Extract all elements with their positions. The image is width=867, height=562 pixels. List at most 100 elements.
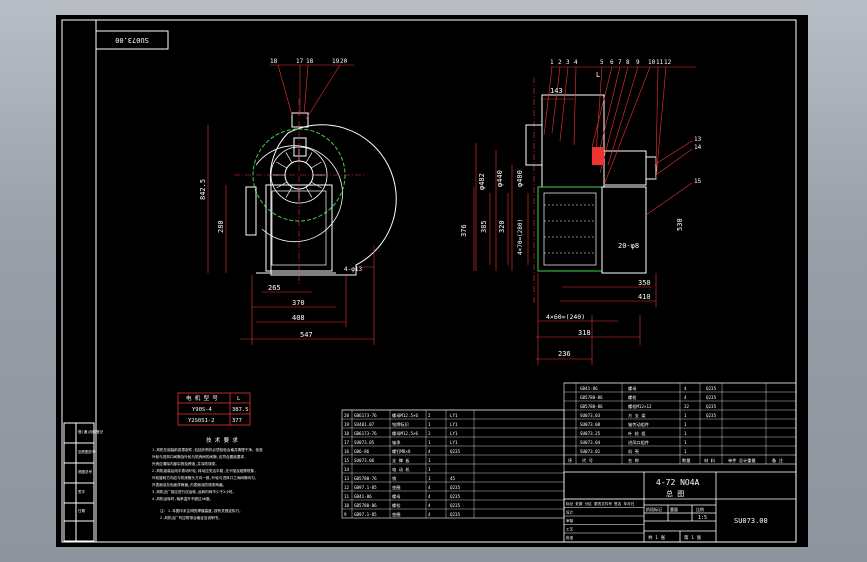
side-label-2: 2 bbox=[558, 59, 562, 66]
side-label-11: 11 bbox=[656, 59, 664, 66]
parts-left-cell: GB6173-76 bbox=[354, 431, 377, 436]
parts-left-cell: 1 bbox=[428, 476, 431, 481]
scale-label: 比例 bbox=[696, 506, 704, 512]
side-frame-inner bbox=[543, 192, 597, 266]
parts-left-cell: GB5780-86 bbox=[354, 503, 377, 508]
motor-L: 377 bbox=[232, 418, 242, 424]
motor-L: 387.5 bbox=[232, 407, 249, 413]
side-leaders bbox=[543, 66, 667, 186]
dim-370: 370 bbox=[292, 299, 305, 307]
sheet-count: 共 1 张 bbox=[648, 534, 666, 541]
parts-left-cell: 电 动 机 bbox=[392, 466, 410, 473]
side-strip-label: 签字 bbox=[78, 489, 85, 494]
note-extra-line: 注: 1.本图中未注明的焊缝高度,按有关规定执行。 bbox=[160, 508, 243, 513]
label-18: 18 bbox=[270, 58, 278, 65]
leader-line bbox=[655, 66, 659, 166]
parts-right-cell: 1 bbox=[684, 431, 687, 436]
title-row-label: 设计 bbox=[566, 510, 574, 515]
parts-right-cell: 32 bbox=[684, 404, 690, 409]
dim-408: 408 bbox=[292, 314, 305, 322]
parts-left-cell: SU073.06 bbox=[354, 458, 375, 463]
parts-left-cell: 11 bbox=[344, 494, 350, 499]
spoke bbox=[305, 152, 313, 164]
dim-phi440: φ440 bbox=[496, 170, 504, 187]
parts-left-cell: 1 bbox=[428, 422, 431, 427]
parts-right-header: 代 号 bbox=[582, 457, 593, 464]
label-19: 19 bbox=[332, 58, 340, 65]
motor-support bbox=[601, 186, 647, 274]
parts-left-cell: 支 撑 板 bbox=[392, 457, 410, 464]
title-row-label: 审核 bbox=[566, 518, 574, 523]
parts-left-cell: GB6-86 bbox=[354, 449, 370, 454]
parts-left-cell: GB97.1-85 bbox=[354, 512, 377, 517]
leader-line bbox=[543, 66, 553, 136]
note-line: 叶轮与进风口间隙及叶轮与机壳间的间隙,应符合图纸要求, bbox=[152, 454, 246, 459]
side-label-3: 3 bbox=[566, 59, 570, 66]
side-label-12: 12 bbox=[664, 59, 672, 66]
parts-left-cell: 螺栓 bbox=[392, 502, 401, 509]
parts-right-cell: 1 bbox=[684, 440, 687, 445]
side-label-6: 6 bbox=[610, 59, 614, 66]
dim-4x70: 4×70=(280) bbox=[517, 219, 524, 255]
motor-table bbox=[177, 392, 251, 426]
motor-model: Y2S0S1-2 bbox=[188, 418, 215, 424]
parts-right-cell: GB41-86 bbox=[580, 386, 598, 391]
side-casing-top bbox=[541, 94, 605, 188]
frame-hatching bbox=[544, 204, 596, 254]
note-line: 外壳应清除内部杂物及焊渣,并涂防锈漆。 bbox=[152, 461, 219, 466]
dim-320: 320 bbox=[498, 220, 506, 233]
parts-right-cell: 4 bbox=[684, 395, 687, 400]
spoke bbox=[285, 186, 293, 198]
parts-left-cell: 铭牌标识 bbox=[392, 421, 409, 428]
parts-left-cell: 20 bbox=[344, 413, 350, 418]
leader-20 bbox=[305, 64, 341, 120]
drawing-code-box bbox=[95, 30, 169, 50]
dim-20-phi8: 20-φ8 bbox=[618, 242, 639, 250]
dim-842.5: 842.5 bbox=[199, 179, 207, 200]
spoke bbox=[310, 161, 322, 169]
notes-title: 技 术 要 求 bbox=[206, 436, 238, 444]
note-line: 3.风机出厂前应进行试运转,运转时间不少于2小时。 bbox=[152, 489, 236, 494]
parts-right-cell: GB5780-86 bbox=[580, 395, 603, 400]
sheet-number: 第 1 张 bbox=[684, 534, 702, 541]
leader-line bbox=[603, 66, 651, 186]
note-line: 2.风机组装后用手拨动叶轮,转动应灵活平稳,无卡阻及碰擦现象, bbox=[152, 468, 256, 473]
label-20: 20 bbox=[340, 58, 348, 65]
parts-left-cell: Q235 bbox=[450, 494, 461, 499]
title-name: 4-72 NO4A bbox=[656, 478, 700, 487]
side-strip-label: 日期 bbox=[78, 508, 85, 513]
parts-left-cell: 4 bbox=[428, 485, 431, 490]
leader-18 bbox=[277, 64, 293, 116]
parts-left-cell: 18 bbox=[344, 431, 350, 436]
parts-left-cell: SU073.05 bbox=[354, 440, 375, 445]
parts-left-cell: GB5780-76 bbox=[354, 476, 377, 481]
leader-19 bbox=[303, 64, 309, 116]
parts-left-cell: 19 bbox=[344, 422, 350, 427]
leader-line bbox=[559, 66, 569, 142]
parts-right-header: 名 称 bbox=[628, 457, 639, 464]
parts-left-cell: 螺钉M8×8 bbox=[392, 448, 411, 455]
parts-left-cell: LY1 bbox=[450, 413, 458, 418]
parts-right-cell: 轴传动组件 bbox=[628, 421, 649, 428]
spoke bbox=[276, 161, 288, 169]
dim-376: 376 bbox=[460, 224, 468, 237]
title-row-label: 工艺 bbox=[566, 527, 574, 532]
parts-left-cell: 15 bbox=[344, 458, 350, 463]
parts-left-cell: Q235 bbox=[450, 503, 461, 508]
parts-left-cell: SU401.07 bbox=[354, 422, 375, 427]
parts-right-cell: Q235 bbox=[706, 413, 717, 418]
parts-left-cell: GB6173-76 bbox=[354, 413, 377, 418]
parts-left-cell: 垫圈 bbox=[392, 484, 400, 491]
parts-right-cell: 1 bbox=[684, 413, 687, 418]
parts-left-cell: 1 bbox=[428, 467, 431, 472]
dim-410: 410 bbox=[638, 293, 651, 301]
label-14: 14 bbox=[694, 144, 702, 151]
note-line: 4.风机运转时,轴承温升不超过40度。 bbox=[152, 496, 213, 501]
parts-left-cell: GB97.1-85 bbox=[354, 485, 377, 490]
parts-right-cell: SU073.08 bbox=[580, 422, 601, 427]
scale-value: 1:5 bbox=[698, 515, 707, 521]
